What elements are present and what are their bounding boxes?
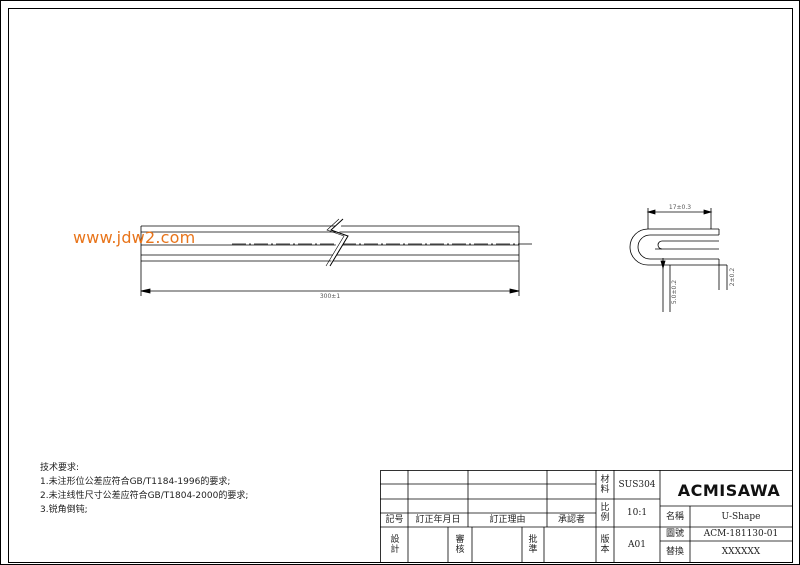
label-scale: 比例 bbox=[600, 503, 610, 523]
label-material: 材料 bbox=[600, 475, 610, 495]
header-revision-date: 訂正年月日 bbox=[415, 515, 461, 525]
notes-title: 技术要求: bbox=[40, 463, 80, 473]
label-design: 設計 bbox=[390, 535, 400, 555]
label-review: 審核 bbox=[455, 535, 465, 555]
label-name: 名稱 bbox=[665, 511, 684, 522]
note-item: 1.未注形位公差应符合GB/T1184-1996的要求; bbox=[40, 477, 231, 487]
header-revision-reason: 訂正理由 bbox=[489, 515, 526, 525]
front-view bbox=[140, 218, 533, 296]
value-replace: XXXXXX bbox=[721, 547, 761, 557]
label-replace: 替換 bbox=[665, 547, 684, 557]
note-item: 2.未注线性尺寸公差应符合GB/T1804-2000的要求; bbox=[40, 491, 249, 501]
width-dimension-label: 17±0.3 bbox=[669, 204, 691, 211]
label-drawing-no: 圖號 bbox=[665, 529, 684, 539]
length-dimension-label: 300±1 bbox=[320, 293, 340, 300]
value-name: U-Shape bbox=[721, 511, 761, 522]
value-scale: 10:1 bbox=[626, 508, 648, 518]
label-approve: 批準 bbox=[528, 535, 538, 555]
technical-notes: 技术要求: 1.未注形位公差应符合GB/T1184-1996的要求; 2.未注线… bbox=[40, 461, 248, 517]
header-record: 記号 bbox=[385, 515, 404, 525]
header-approver: 承認者 bbox=[557, 515, 585, 525]
watermark-text: www.jdw2.com bbox=[73, 228, 196, 247]
break-symbol bbox=[329, 218, 349, 267]
label-version: 版本 bbox=[600, 535, 610, 555]
value-material: SUS304 bbox=[618, 480, 656, 490]
title-block-grid bbox=[380, 470, 793, 563]
note-item: 3.锐角倒钝; bbox=[40, 505, 88, 515]
value-drawing-no: ACM-181130-01 bbox=[703, 529, 779, 539]
side-view bbox=[629, 208, 728, 312]
value-version: A01 bbox=[628, 540, 646, 550]
right-vertical-dimension-label: 2±0.2 bbox=[729, 268, 736, 287]
company-logo: ACMISAWA bbox=[677, 480, 781, 500]
left-vertical-dimension-label: 5.0±0.2 bbox=[671, 280, 678, 304]
